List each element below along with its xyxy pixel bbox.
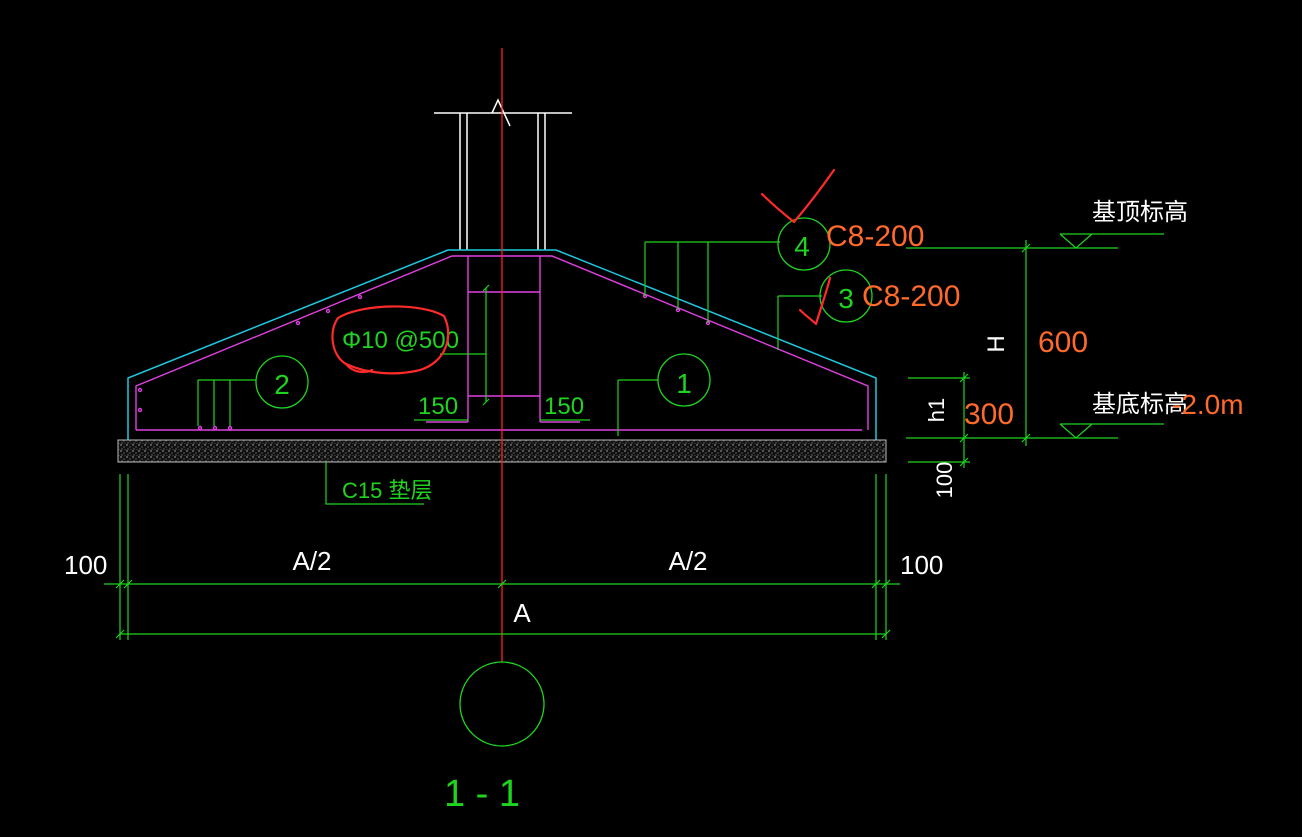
- bottom-elevation-value: -2.0m: [1172, 389, 1244, 420]
- callout-circle-1: [657, 353, 711, 407]
- cushion-thickness-label: 100: [932, 462, 957, 499]
- section-title: 1 - 1: [444, 773, 520, 815]
- column: [434, 98, 572, 250]
- right-offset-dim: 100: [900, 550, 943, 580]
- circled-stirrup-note: [331, 305, 450, 375]
- h-dim-label: H: [983, 335, 1010, 352]
- bottom-elevation-label: 基底标高: [1092, 391, 1188, 418]
- section-axis-circle: [459, 661, 545, 747]
- rebar-spec-4: C8-200: [826, 220, 924, 253]
- h1-dim-value: 300: [964, 398, 1014, 431]
- h-dim-value: 600: [1038, 326, 1088, 359]
- markup-annotations: [331, 168, 836, 375]
- column-dim-right: 150: [544, 393, 584, 420]
- cushion-label: C15 垫层: [342, 478, 432, 503]
- callout-label-1: 1: [676, 368, 692, 399]
- callout-label-4: 4: [794, 231, 810, 262]
- h1-dim-label: h1: [924, 398, 949, 422]
- check-mark-lower: [798, 276, 832, 326]
- callout-circle-4: [777, 217, 831, 271]
- callout-label-2: 2: [274, 369, 290, 400]
- left-offset-dim: 100: [64, 550, 107, 580]
- callout-circle-3: [819, 269, 873, 323]
- column-dim-left: 150: [418, 393, 458, 420]
- top-elevation-label: 基顶标高: [1092, 199, 1188, 226]
- total-dim: A: [513, 598, 531, 628]
- leaders-and-dimensions: [104, 233, 1164, 640]
- callout-circle-2: [255, 355, 309, 409]
- half-left-dim: A/2: [292, 546, 331, 576]
- callout-circles: [255, 217, 873, 747]
- stirrup-note: Φ10 @500: [342, 327, 459, 354]
- callout-label-3: 3: [838, 283, 854, 314]
- rebar-spec-3: C8-200: [862, 280, 960, 313]
- check-mark-top: [760, 168, 836, 224]
- half-right-dim: A/2: [668, 546, 707, 576]
